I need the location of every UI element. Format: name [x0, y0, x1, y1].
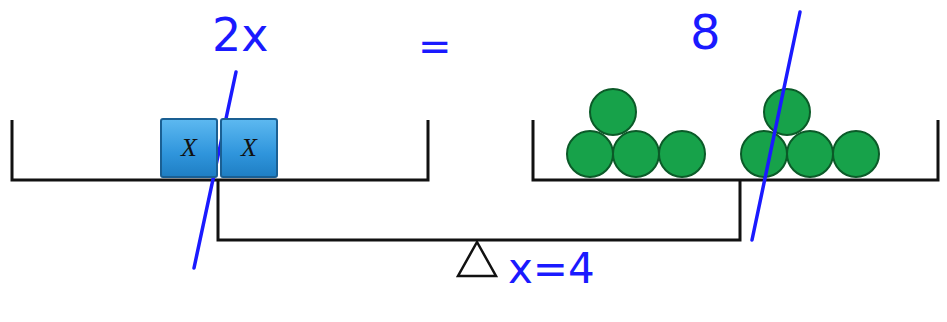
tile-label: X: [241, 135, 257, 161]
handwritten-note: 8: [690, 8, 721, 56]
handwritten-note: =: [418, 26, 452, 66]
handwritten-note: x=4: [508, 248, 595, 290]
tile-label: X: [181, 135, 197, 161]
variable-tile: X: [220, 118, 278, 178]
handwritten-note: 2x: [212, 12, 269, 58]
variable-tile: X: [160, 118, 218, 178]
